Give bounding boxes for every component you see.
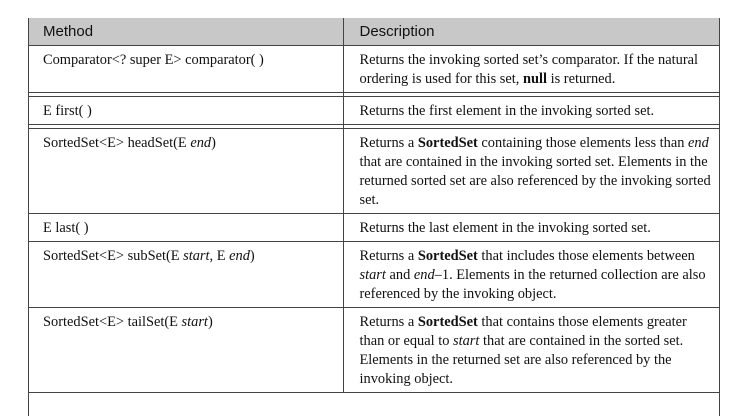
separator-cell — [29, 92, 343, 97]
header-method: Method — [29, 18, 343, 46]
text-segment: that are contained in the sorted set. El… — [359, 333, 684, 387]
text-segment: SortedSet<E> tailSet(E — [43, 314, 182, 330]
table-body: Comparator<? super E> comparator( ) Retur… — [29, 45, 719, 393]
table-row: E last( ) Returns the last element in the… — [29, 213, 719, 242]
italic-text: start — [359, 267, 386, 283]
text-segment: E first( ) — [43, 103, 92, 119]
table-row: Comparator<? super E> comparator( ) Retur… — [29, 45, 719, 93]
method-cell: SortedSet<E> tailSet(E start) — [29, 307, 343, 393]
text-segment: Returns a — [359, 248, 418, 264]
italic-text: end — [413, 267, 435, 283]
separator-cell — [342, 92, 719, 97]
text-segment: that are contained in the invoking sorte… — [359, 154, 711, 208]
table-row: SortedSet<E> tailSet(E start)Returns a S… — [29, 307, 719, 393]
text-segment: Comparator<? super E> comparator( ) — [43, 52, 264, 68]
description-cell: Returns a SortedSet that includes those … — [342, 241, 719, 308]
text-segment: and — [385, 267, 414, 283]
text-segment: E last( ) — [43, 220, 89, 236]
bold-text: SortedSet — [417, 314, 478, 330]
description-cell: Returns a SortedSet that contains those … — [342, 307, 719, 393]
text-segment: SortedSet<E> subSet(E — [43, 248, 184, 264]
italic-text: start — [453, 333, 480, 349]
italic-text: end — [229, 248, 250, 264]
text-segment: –1. Elements in the returned collection … — [359, 267, 706, 302]
text-segment: ) — [249, 248, 255, 264]
text-segment: SortedSet<E> headSet(E — [43, 135, 191, 151]
description-cell: Returns the invoking sorted set’s compar… — [342, 45, 719, 93]
row-separator — [29, 124, 719, 129]
text-segment: containing those elements less than — [477, 135, 689, 151]
table-row: SortedSet<E> subSet(E start, E end)Retur… — [29, 241, 719, 308]
text-segment: Returns the first element in the invokin… — [359, 103, 655, 119]
method-cell: E first( ) — [29, 96, 343, 125]
method-cell: E last( ) — [29, 213, 343, 242]
text-segment: Returns a — [359, 314, 418, 330]
description-cell: Returns the first element in the invokin… — [342, 96, 719, 125]
method-cell: Comparator<? super E> comparator( ) — [29, 45, 343, 93]
text-segment: ) — [211, 135, 216, 151]
method-cell: SortedSet<E> headSet(E end) — [29, 128, 343, 214]
table-row: SortedSet<E> headSet(E end)Returns a Sor… — [29, 128, 719, 214]
bold-text: SortedSet — [417, 135, 478, 151]
italic-text: end — [190, 135, 212, 151]
header-description: Description — [342, 18, 719, 46]
italic-text: start — [183, 248, 210, 264]
method-table-frame: Method Description Comparator<? super E>… — [28, 18, 720, 416]
method-table: Method Description Comparator<? super E>… — [29, 18, 719, 393]
text-segment: is returned. — [546, 71, 616, 87]
bold-text: null — [522, 71, 547, 87]
italic-text: end — [688, 135, 709, 151]
description-cell: Returns the last element in the invoking… — [342, 213, 719, 242]
text-segment: Returns a — [359, 135, 418, 151]
bold-text: SortedSet — [417, 248, 478, 264]
description-cell: Returns a SortedSet containing those ele… — [342, 128, 719, 214]
italic-text: start — [181, 314, 208, 330]
text-segment: Returns the invoking sorted set’s compar… — [359, 52, 699, 87]
text-segment: ) — [207, 314, 213, 330]
table-row: E first( ) Returns the first element in t… — [29, 96, 719, 125]
table-header-row: Method Description — [29, 18, 719, 46]
text-segment: , E — [209, 248, 230, 264]
separator-cell — [29, 124, 343, 129]
text-segment: Returns the last element in the invoking… — [359, 220, 651, 236]
text-segment: that contains those elements greater tha… — [359, 314, 687, 349]
method-cell: SortedSet<E> subSet(E start, E end) — [29, 241, 343, 308]
separator-cell — [342, 124, 719, 129]
row-separator — [29, 92, 719, 97]
text-segment: that includes those elements between — [477, 248, 695, 264]
